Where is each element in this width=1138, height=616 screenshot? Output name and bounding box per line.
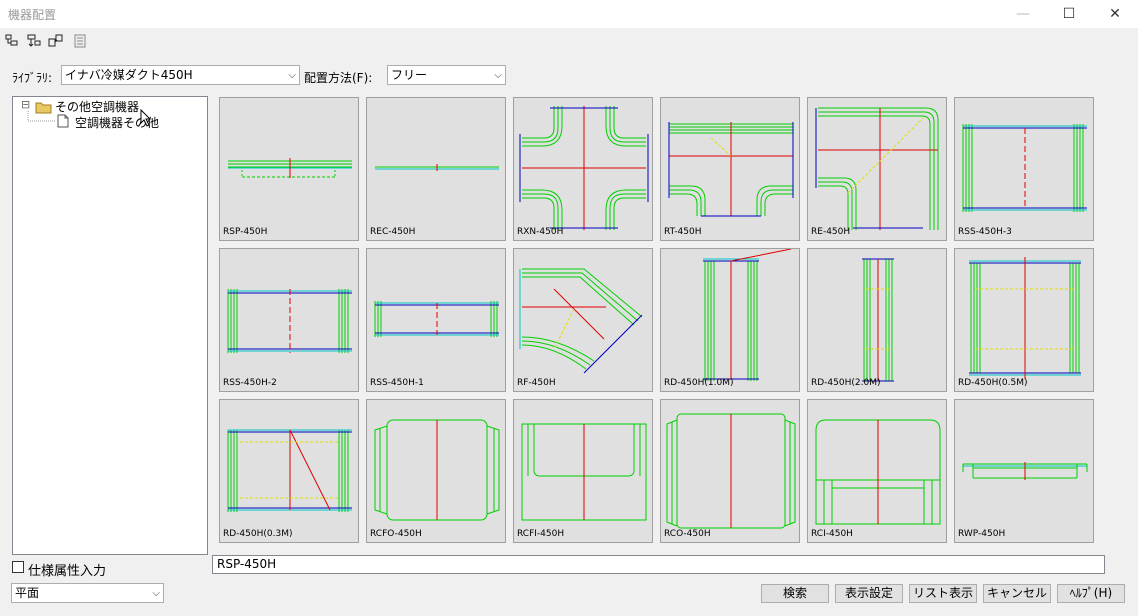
- item-caption: RCI-450H: [811, 529, 853, 539]
- fitting-drawing: [815, 107, 939, 230]
- fitting-drawing: [666, 413, 796, 529]
- tree-connector: [27, 111, 55, 122]
- title-bar: 機器配置 — ☐ ✕: [0, 0, 1138, 28]
- fitting-drawing: [374, 301, 499, 337]
- chevron-down-icon: ⌵: [494, 70, 502, 81]
- minimize-icon[interactable]: —: [1016, 6, 1030, 22]
- placement-value: フリー: [391, 68, 428, 82]
- fitting-drawing: [519, 268, 643, 374]
- item-thumbnail[interactable]: RT-450H: [660, 97, 800, 241]
- placement-label: 配置方法(F):: [304, 71, 373, 85]
- window-title: 機器配置: [8, 8, 57, 22]
- spec-checkbox[interactable]: [12, 561, 24, 573]
- fitting-drawing: [374, 419, 500, 521]
- item-caption: RE-450H: [811, 227, 851, 237]
- item-thumbnail[interactable]: RCFI-450H: [513, 399, 653, 543]
- item-thumbnail[interactable]: RCFO-450H: [366, 399, 506, 543]
- view-value: 平面: [15, 586, 40, 600]
- library-select[interactable]: イナバ冷媒ダクト450H ⌵: [61, 65, 300, 85]
- item-caption: RT-450H: [664, 227, 702, 237]
- item-thumbnail[interactable]: RWP-450H: [954, 399, 1094, 543]
- item-caption: RWP-450H: [958, 529, 1006, 539]
- display-settings-button[interactable]: 表示設定: [835, 584, 903, 603]
- chevron-down-icon: ⌵: [152, 588, 160, 599]
- tree-icon[interactable]: [4, 33, 20, 49]
- item-caption: RSS-450H-3: [958, 227, 1012, 237]
- item-caption: RCFO-450H: [370, 529, 422, 539]
- fitting-drawing: [228, 158, 352, 178]
- item-caption: RSP-450H: [223, 227, 268, 237]
- item-thumbnail[interactable]: RSS-450H-1: [366, 248, 506, 392]
- fitting-drawing: [815, 419, 941, 525]
- tree-down-icon[interactable]: [26, 33, 42, 49]
- chevron-down-icon: ⌵: [288, 70, 296, 81]
- item-caption: RCO-450H: [664, 529, 711, 539]
- link-icon[interactable]: [48, 33, 64, 49]
- folder-icon: [35, 102, 52, 114]
- fitting-drawing: [668, 122, 794, 217]
- search-button[interactable]: 検索: [761, 584, 829, 603]
- fitting-drawing: [519, 106, 649, 230]
- item-thumbnail[interactable]: RCI-450H: [807, 399, 947, 543]
- library-label: ﾗｲﾌﾞﾗﾘ:: [12, 71, 53, 85]
- fitting-drawing: [962, 462, 1088, 480]
- tree-child-label[interactable]: 空調機器その他: [75, 116, 160, 130]
- item-caption: RD-450H(2.0M): [811, 378, 881, 388]
- tree-root-label[interactable]: その他空調機器: [55, 100, 140, 114]
- maximize-icon[interactable]: ☐: [1062, 6, 1076, 22]
- item-thumbnail[interactable]: RCO-450H: [660, 399, 800, 543]
- item-caption: RD-450H(0.5M): [958, 378, 1028, 388]
- help-button[interactable]: ﾍﾙﾌﾟ(H): [1057, 584, 1125, 603]
- placement-select[interactable]: フリー ⌵: [387, 65, 506, 85]
- fitting-drawing: [227, 429, 352, 512]
- item-thumbnail[interactable]: RSP-450H: [219, 97, 359, 241]
- item-caption: RCFI-450H: [517, 529, 565, 539]
- item-caption: RD-450H(1.0M): [664, 378, 734, 388]
- item-caption: RXN-450H: [517, 227, 564, 237]
- fitting-drawing: [862, 258, 894, 382]
- item-thumbnail[interactable]: RF-450H: [513, 248, 653, 392]
- item-thumbnail[interactable]: RD-450H(1.0M): [660, 248, 800, 392]
- file-icon: [57, 114, 69, 128]
- item-caption: RF-450H: [517, 378, 556, 388]
- item-caption: REC-450H: [370, 227, 416, 237]
- fitting-drawing: [962, 124, 1087, 212]
- library-value: イナバ冷媒ダクト450H: [65, 68, 193, 82]
- cursor-icon: [140, 109, 152, 127]
- item-thumbnail[interactable]: RE-450H: [807, 97, 947, 241]
- collapse-icon[interactable]: ⊟: [21, 98, 31, 111]
- item-thumbnail[interactable]: RXN-450H: [513, 97, 653, 241]
- item-thumbnail[interactable]: REC-450H: [366, 97, 506, 241]
- fitting-drawing: [521, 423, 647, 521]
- document-icon[interactable]: [72, 33, 88, 49]
- fitting-drawing: [227, 289, 352, 353]
- item-caption: RSS-450H-1: [370, 378, 424, 388]
- fitting-drawing: [375, 164, 499, 171]
- selected-name-input[interactable]: RSP-450H: [212, 555, 1105, 574]
- item-thumbnail[interactable]: RD-450H(2.0M): [807, 248, 947, 392]
- spec-checkbox-label: 仕様属性入力: [28, 564, 107, 579]
- view-select[interactable]: 平面 ⌵: [11, 583, 164, 603]
- cancel-button[interactable]: キャンセル: [983, 584, 1051, 603]
- fitting-drawing: [969, 257, 1081, 379]
- item-caption: RSS-450H-2: [223, 378, 277, 388]
- item-caption: RD-450H(0.3M): [223, 529, 293, 539]
- fitting-drawing: [703, 249, 792, 381]
- item-thumbnail[interactable]: RD-450H(0.5M): [954, 248, 1094, 392]
- item-thumbnail[interactable]: RD-450H(0.3M): [219, 399, 359, 543]
- close-icon[interactable]: ✕: [1109, 6, 1121, 22]
- list-view-button[interactable]: リスト表示: [909, 584, 977, 603]
- item-thumbnail[interactable]: RSS-450H-2: [219, 248, 359, 392]
- category-tree[interactable]: ⊟ その他空調機器 空調機器その他: [12, 96, 208, 555]
- item-thumbnail[interactable]: RSS-450H-3: [954, 97, 1094, 241]
